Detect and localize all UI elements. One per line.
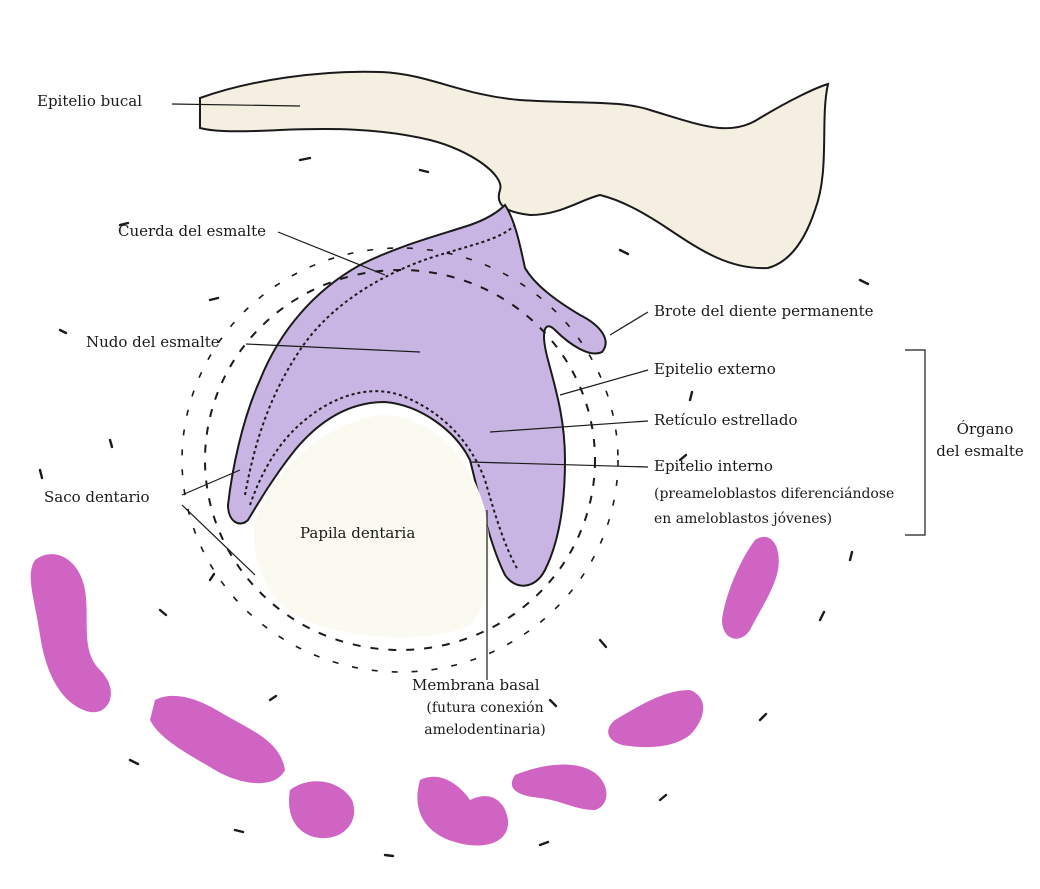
label-organo-line1: Órgano — [950, 420, 1020, 438]
label-membrana-note2: amelodentinaria) — [410, 722, 560, 739]
label-organo-line2: del esmalte — [925, 442, 1035, 460]
label-epitelio-interno-note1: (preameloblastos diferenciándose — [654, 486, 894, 503]
label-cuerda-esmalte: Cuerda del esmalte — [118, 222, 266, 240]
label-reticulo: Retículo estrellado — [654, 411, 797, 429]
label-membrana-note1: (futura conexión — [410, 700, 560, 717]
label-brote-diente: Brote del diente permanente — [654, 302, 873, 320]
label-papila-dentaria: Papila dentaria — [300, 524, 415, 542]
label-membrana-basal: Membrana basal — [412, 676, 540, 694]
label-epitelio-interno-note2: en ameloblastos jóvenes) — [654, 511, 832, 528]
label-epitelio-interno: Epitelio interno — [654, 457, 773, 475]
label-epitelio-bucal: Epitelio bucal — [37, 92, 142, 110]
label-saco-dentario: Saco dentario — [44, 488, 150, 506]
label-nudo-esmalte: Nudo del esmalte — [86, 333, 220, 351]
label-epitelio-externo: Epitelio externo — [654, 360, 776, 378]
